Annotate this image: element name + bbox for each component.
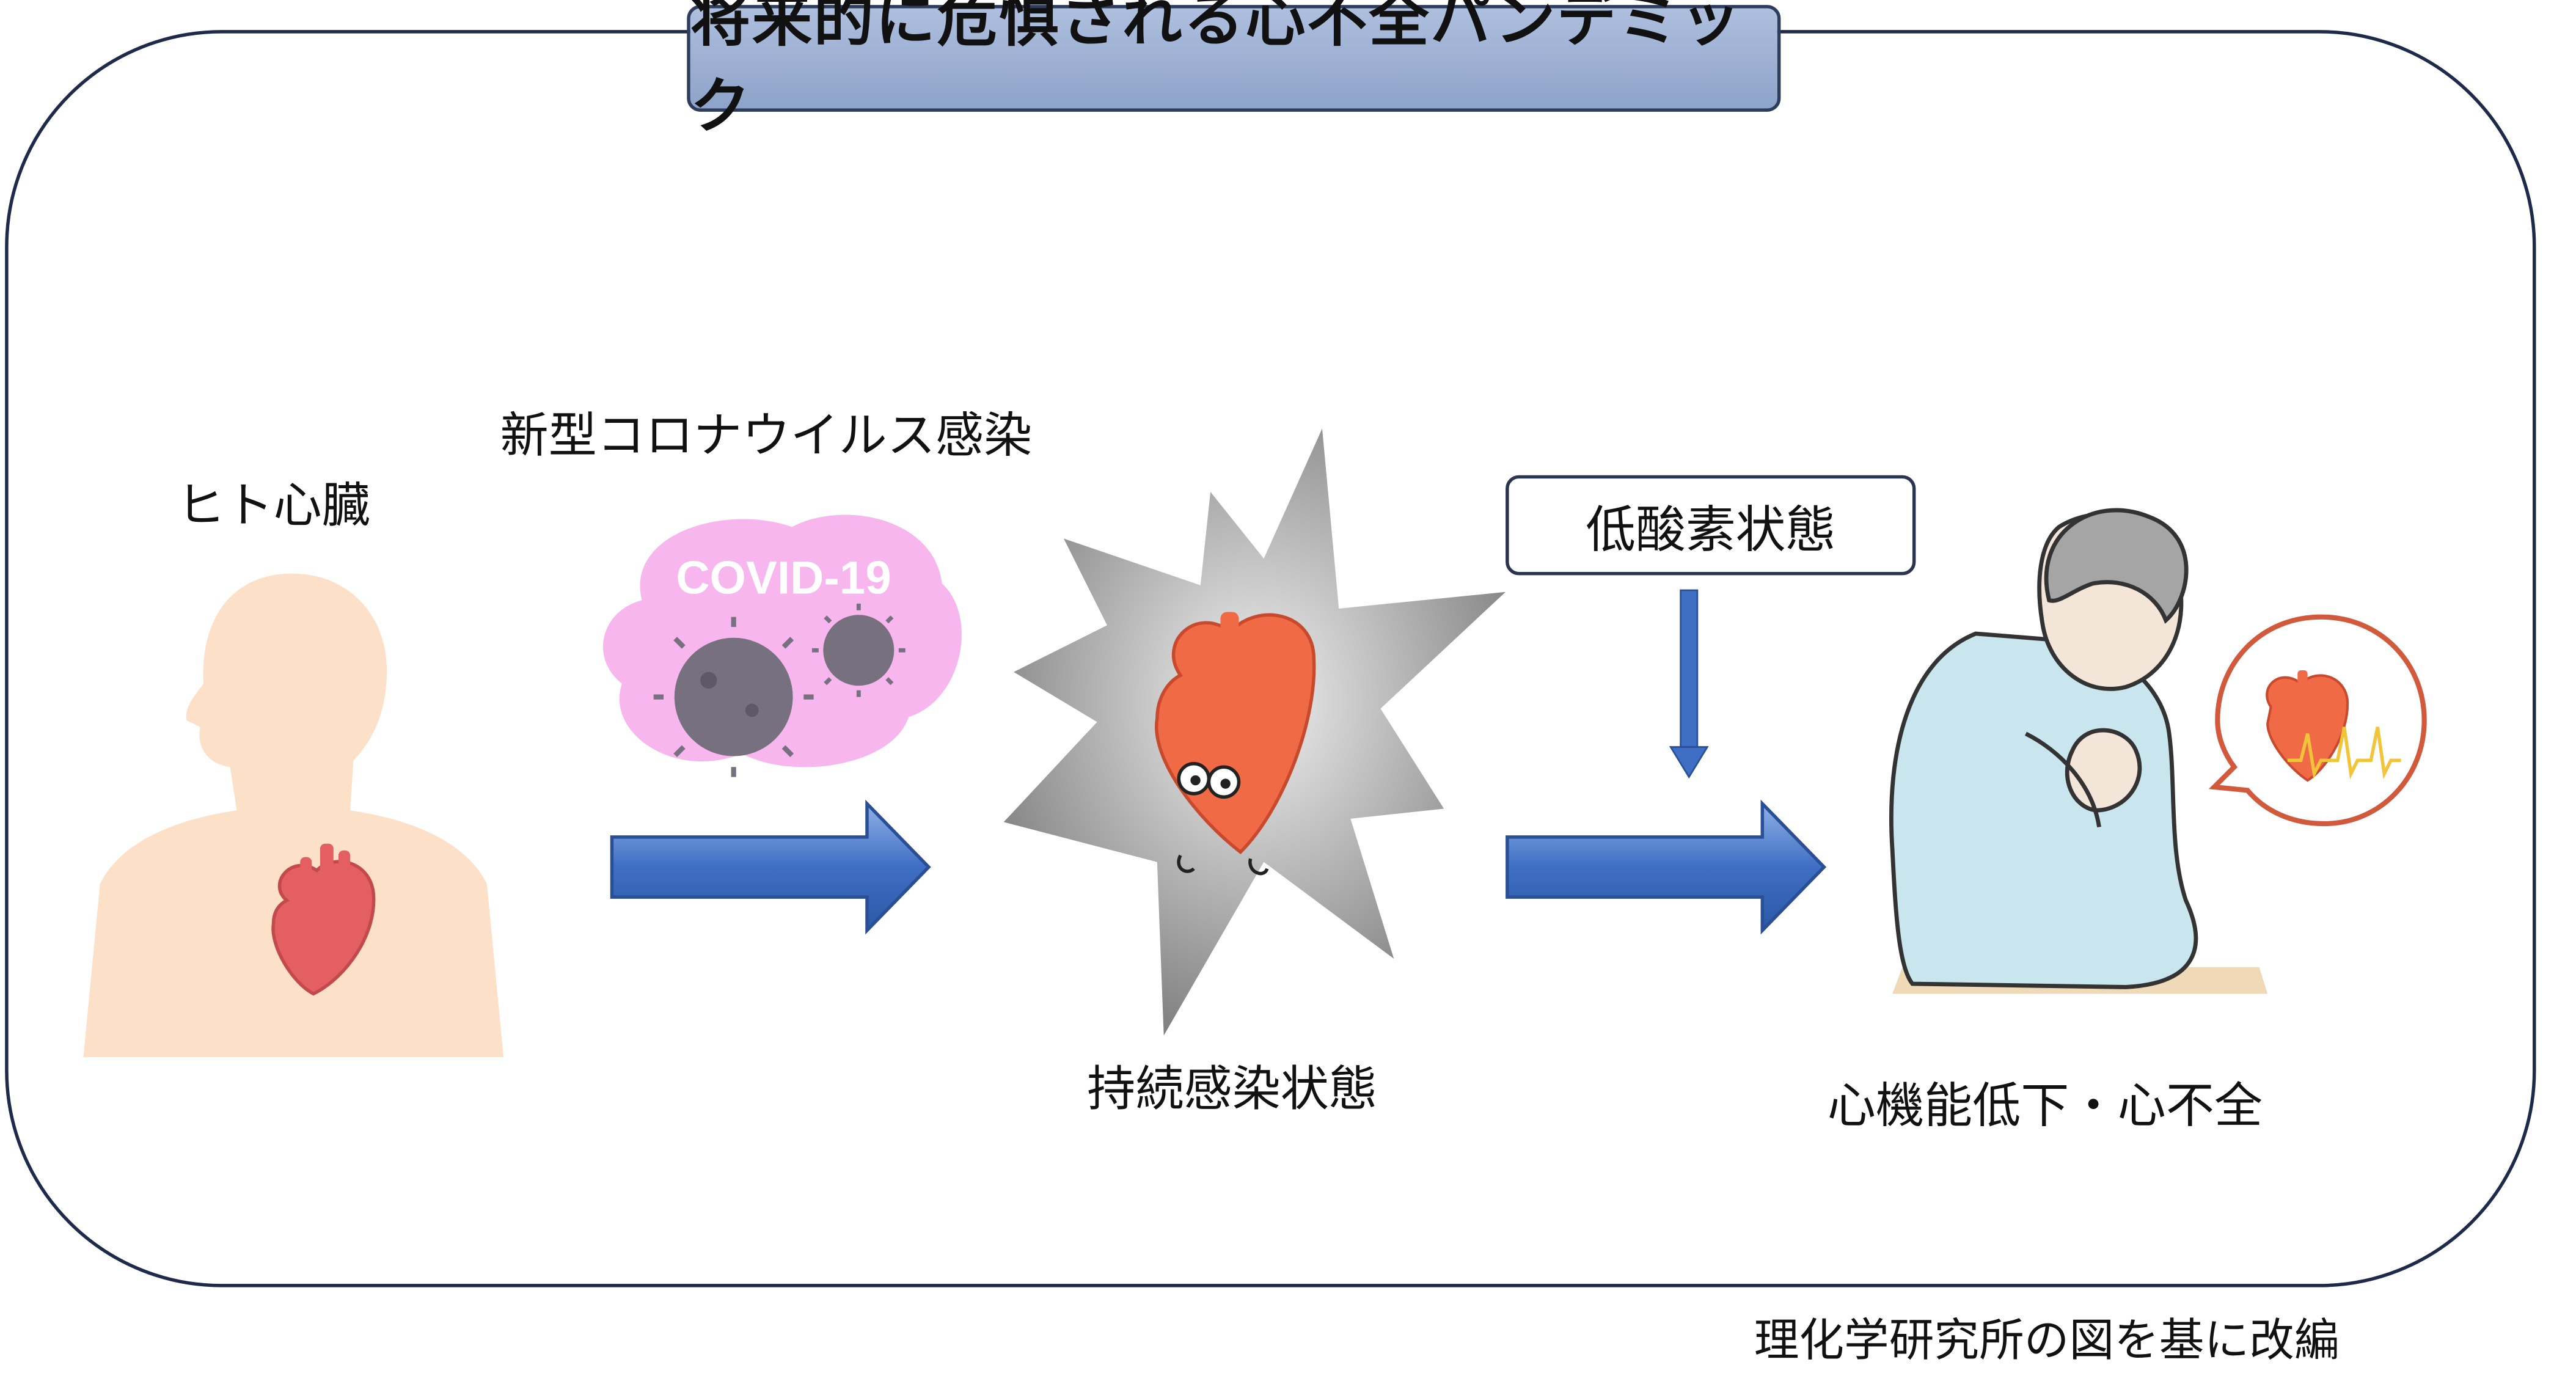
- label-human-heart: ヒト心臓: [177, 477, 370, 534]
- heart-icon: [271, 843, 376, 996]
- virus-icon: [653, 617, 814, 777]
- source-credit: 理化学研究所の図を基に改編: [1754, 1316, 2340, 1368]
- hypoxia-box: 低酸素状態: [1506, 475, 1916, 576]
- arrow-right-icon-2: [1506, 799, 1827, 935]
- label-covid-infection: 新型コロナウイルス感染: [500, 406, 1033, 464]
- covid-cloud: COVID-19: [602, 514, 962, 777]
- heart-small-icon: [2266, 670, 2349, 782]
- arrow-right-icon: [610, 799, 931, 935]
- infection-burst: [1003, 428, 1506, 1036]
- arrow-down-icon: [1669, 589, 1709, 779]
- label-persistent-infection: 持続感染状態: [1087, 1060, 1378, 1118]
- diagram-title: 将来的に危惧される心不全パンデミック: [687, 0, 1781, 142]
- ecg-line-icon: [2287, 727, 2401, 780]
- virus-icon-small: [811, 603, 906, 697]
- label-heart-failure: 心機能低下・心不全: [1827, 1077, 2263, 1134]
- patient-illustration: [1889, 508, 2268, 994]
- human-silhouette: [83, 573, 504, 1058]
- speech-bubble: [2208, 614, 2427, 827]
- covid-badge-text: COVID-19: [676, 552, 891, 604]
- heart-character-icon: [1155, 612, 1316, 876]
